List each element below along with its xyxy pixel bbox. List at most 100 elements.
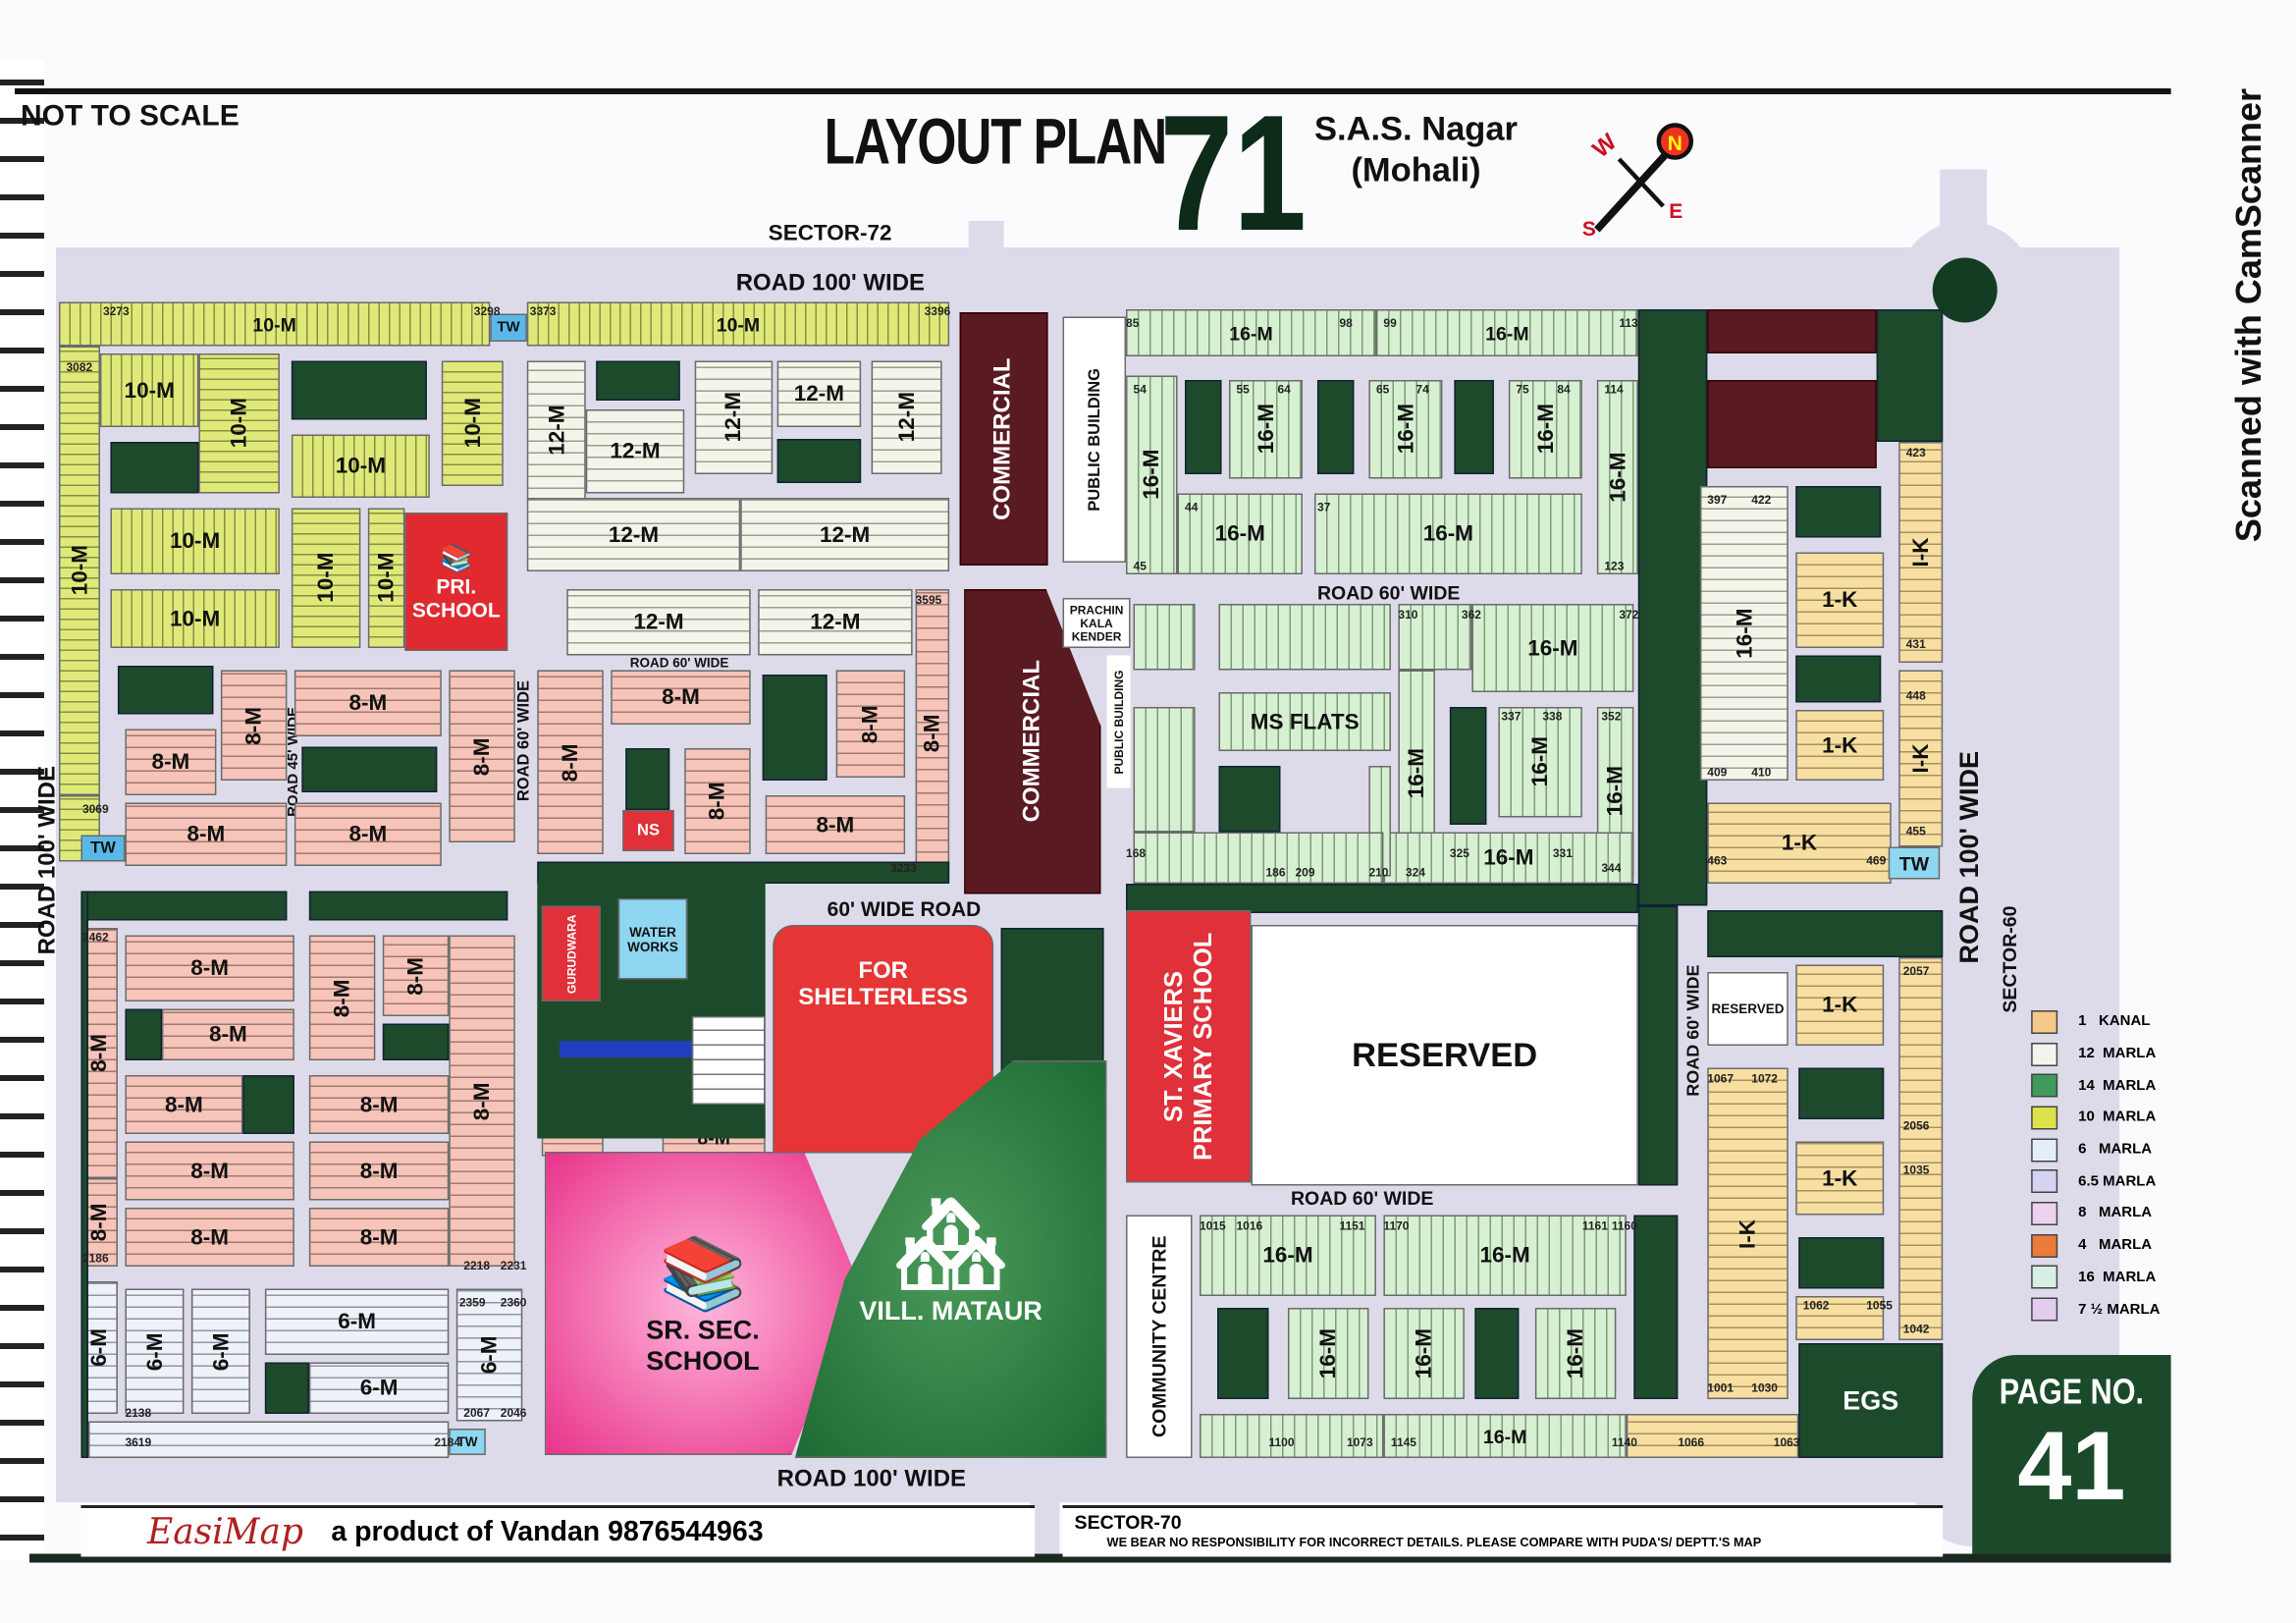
plot-block-e: 1-K	[1795, 710, 1885, 781]
plot-block-sw: 8-M	[308, 1208, 450, 1267]
plot-block-label: 8-M	[187, 822, 226, 847]
road-60-mid-label: 60' WIDE ROAD	[827, 896, 982, 921]
plot-block-ne: 16-M	[1596, 380, 1638, 574]
plot-number: 84	[1557, 383, 1571, 397]
plot-number: 2186	[81, 1252, 109, 1266]
plot-block-nw: 10-M	[110, 508, 280, 574]
plot-block-e: I-K	[1898, 442, 1944, 663]
plot-number: 344	[1601, 861, 1622, 876]
plot-block-label: 1-K	[1822, 732, 1858, 758]
plot-number: 3619	[125, 1435, 152, 1450]
plot-block	[1795, 1296, 1885, 1340]
plot-block-se: 16-M	[1383, 1414, 1627, 1458]
compass-n: N	[1668, 133, 1682, 155]
legend-label: 7 ½ MARLA	[2078, 1301, 2161, 1318]
houses-icon: 🏘	[894, 1194, 1007, 1294]
plot-number: 210	[1368, 866, 1389, 880]
egs-site: EGS	[1798, 1343, 1944, 1458]
plot-block-sw: 6-M	[455, 1288, 523, 1422]
plot-block-label: 8-M	[705, 782, 730, 821]
plot-block-label: 16-M	[1527, 736, 1553, 787]
plot-block-label: 10-M	[373, 553, 400, 604]
plot-block	[1200, 1414, 1384, 1458]
legend-item: 7 ½ MARLA	[2031, 1293, 2160, 1325]
plot-block-sw: 6-M	[264, 1288, 450, 1355]
plot-number: 114	[1604, 383, 1624, 397]
road-sector72-link	[968, 221, 1004, 258]
plot-block-sw: 8-M	[382, 935, 450, 1016]
plot-block	[1626, 1414, 1799, 1458]
green-belt	[1798, 1237, 1885, 1289]
plot-number: 2359	[458, 1296, 486, 1310]
green-belt	[1316, 380, 1355, 474]
right-road-label: ROAD 100' WIDE	[1954, 751, 1985, 964]
plot-block-label: 16-M	[1214, 521, 1265, 547]
plot-number: 2360	[500, 1296, 527, 1310]
plot-block-nw: 10-M	[291, 434, 430, 498]
plot-block-label: 8-M	[469, 1081, 495, 1120]
compass-s: S	[1582, 218, 1596, 241]
plot-block-ne: 16-M	[1508, 380, 1582, 479]
plot-number: 98	[1339, 316, 1353, 331]
plot-number: 99	[1383, 316, 1397, 331]
plot-number: 1016	[1236, 1219, 1263, 1233]
legend-label: 14 MARLA	[2078, 1077, 2157, 1095]
plot-block-nw: 8-M	[449, 670, 515, 842]
plot-number: 1140	[1611, 1435, 1637, 1450]
plot-block-label: 8-M	[240, 706, 267, 745]
plot-block-label: 10-M	[170, 528, 221, 555]
layout-plan-title: LAYOUT PLAN	[824, 106, 1168, 179]
books-icon: 📚	[659, 1234, 747, 1314]
legend-label: 1 KANAL	[2078, 1013, 2151, 1031]
frame-top-line	[14, 88, 2171, 94]
plot-block	[1898, 957, 1944, 1340]
plot-block	[1133, 832, 1384, 884]
legend-item: 12 MARLA	[2031, 1038, 2160, 1070]
road-60-e-vertical-label: ROAD 60' WIDE	[1681, 964, 1705, 1097]
plot-block-label: 1-K	[1781, 831, 1818, 856]
legend-swatch	[2031, 1106, 2058, 1130]
green-belt	[1876, 309, 1944, 442]
green-belt	[125, 1008, 162, 1060]
plot-block-se: I-K	[1707, 1067, 1789, 1399]
plot-block-nw: 8-M	[125, 729, 217, 795]
plot-block-label: 16-M	[1732, 608, 1757, 659]
plot-block-label: 8-M	[920, 713, 945, 752]
plot-block-nc: 12-M	[526, 360, 586, 501]
plot-number: 372	[1619, 608, 1639, 622]
plot-number: 2462	[81, 931, 109, 945]
plot-number: 422	[1751, 493, 1772, 508]
plot-block-label: 16-M	[1229, 321, 1273, 345]
plot-block-sw: 8-M	[125, 1141, 294, 1201]
plot-block-sw: 8-M	[161, 1008, 294, 1060]
page-number-box: PAGE NO. 41	[1972, 1355, 2171, 1554]
plot-block-nw: 10-M	[198, 353, 280, 494]
plot-number: 325	[1449, 846, 1469, 861]
plot-block-label: 16-M	[1483, 845, 1534, 871]
green-belt	[776, 439, 862, 483]
green-belt	[264, 1362, 309, 1414]
plot-block-nc: 12-M	[776, 360, 862, 427]
plot-number: 3233	[890, 861, 917, 876]
plot-number: 2218	[463, 1259, 490, 1273]
plot-block-label: 12-M	[544, 406, 569, 457]
plot-block-label: 16-M	[1411, 1327, 1437, 1380]
plot-block-label: 8-M	[402, 956, 429, 996]
legend-item: 8 MARLA	[2031, 1198, 2160, 1230]
plot-block-label: 10-M	[124, 377, 175, 404]
footer-right: SECTOR-70 WE BEAR NO RESPONSIBILITY FOR …	[1062, 1505, 1944, 1557]
plot-number: 2067	[463, 1406, 490, 1421]
legend-item: 6 MARLA	[2031, 1134, 2160, 1166]
plot-number: 1161	[1581, 1219, 1608, 1233]
plot-block-label: MS FLATS	[1250, 709, 1360, 734]
plot-number: 463	[1707, 854, 1728, 868]
legend-label: 10 MARLA	[2078, 1109, 2157, 1126]
legend-swatch	[2031, 1042, 2058, 1066]
plot-number: 75	[1516, 383, 1529, 397]
compass-w: W	[1587, 129, 1622, 163]
plot-block-ne: 16-M	[1126, 375, 1178, 574]
plot-block-ne: 16-M	[1383, 832, 1634, 884]
public-building-1: PUBLIC BUILDING	[1062, 316, 1127, 563]
plot-block-label: 16-M	[1563, 1327, 1588, 1380]
plot-block-label: 16-M	[1422, 521, 1474, 547]
